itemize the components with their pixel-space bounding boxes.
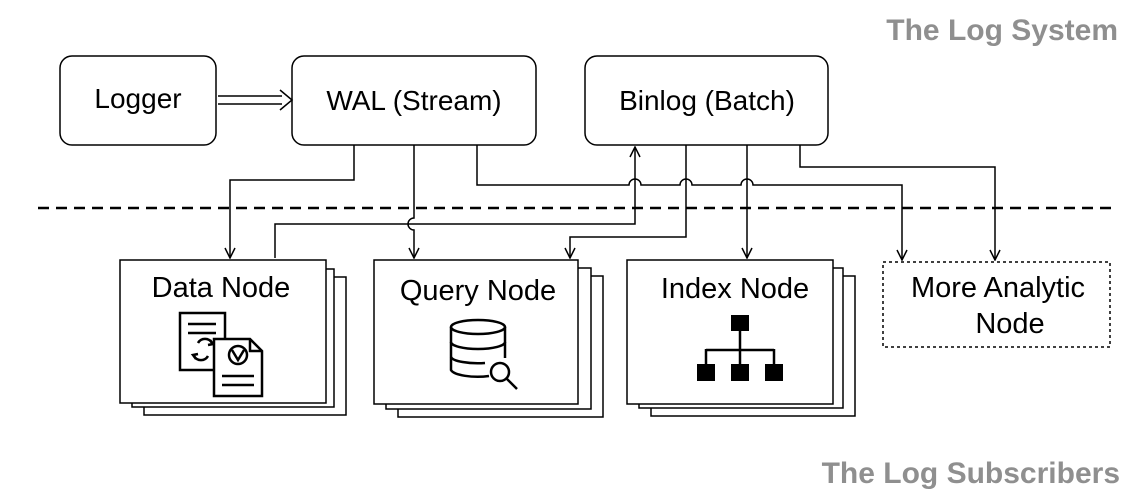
- binlog-to-query-node-arrow: [570, 145, 687, 258]
- binlog-to-analytic-node-arrow: [799, 145, 995, 260]
- data-node-label: Data Node: [152, 272, 291, 304]
- analytic-node-label-line1: More Analytic: [911, 272, 1085, 304]
- more-analytic-node: More Analytic Node: [882, 261, 1111, 348]
- query-node: Query Node: [373, 259, 604, 418]
- logger-box: Logger: [59, 55, 217, 146]
- wal-to-analytic-node-arrow: [476, 145, 902, 260]
- wal-to-query-node-arrow: [407, 145, 414, 258]
- query-node-label: Query Node: [400, 275, 556, 307]
- index-node: Index Node: [626, 259, 856, 417]
- binlog-box: Binlog (Batch): [584, 55, 829, 146]
- documents-sync-icon: [178, 311, 264, 398]
- binlog-label: Binlog (Batch): [619, 85, 795, 116]
- database-search-icon: [449, 318, 518, 390]
- wal-box: WAL (Stream): [291, 55, 537, 146]
- data-node-to-binlog-arrow: [274, 147, 635, 258]
- log-subscribers-title: The Log Subscribers: [822, 457, 1120, 490]
- data-node: Data Node: [119, 259, 347, 416]
- log-system-title: The Log System: [886, 14, 1118, 47]
- wal-to-data-node-arrow: [230, 145, 355, 258]
- connectors: [230, 145, 995, 260]
- index-node-label: Index Node: [661, 273, 809, 305]
- logger-to-wal-arrow: [218, 89, 294, 111]
- logger-label: Logger: [94, 83, 181, 114]
- hierarchy-tree-icon: [697, 315, 783, 381]
- analytic-node-label-line2: Node: [975, 308, 1044, 340]
- wal-label: WAL (Stream): [326, 85, 501, 116]
